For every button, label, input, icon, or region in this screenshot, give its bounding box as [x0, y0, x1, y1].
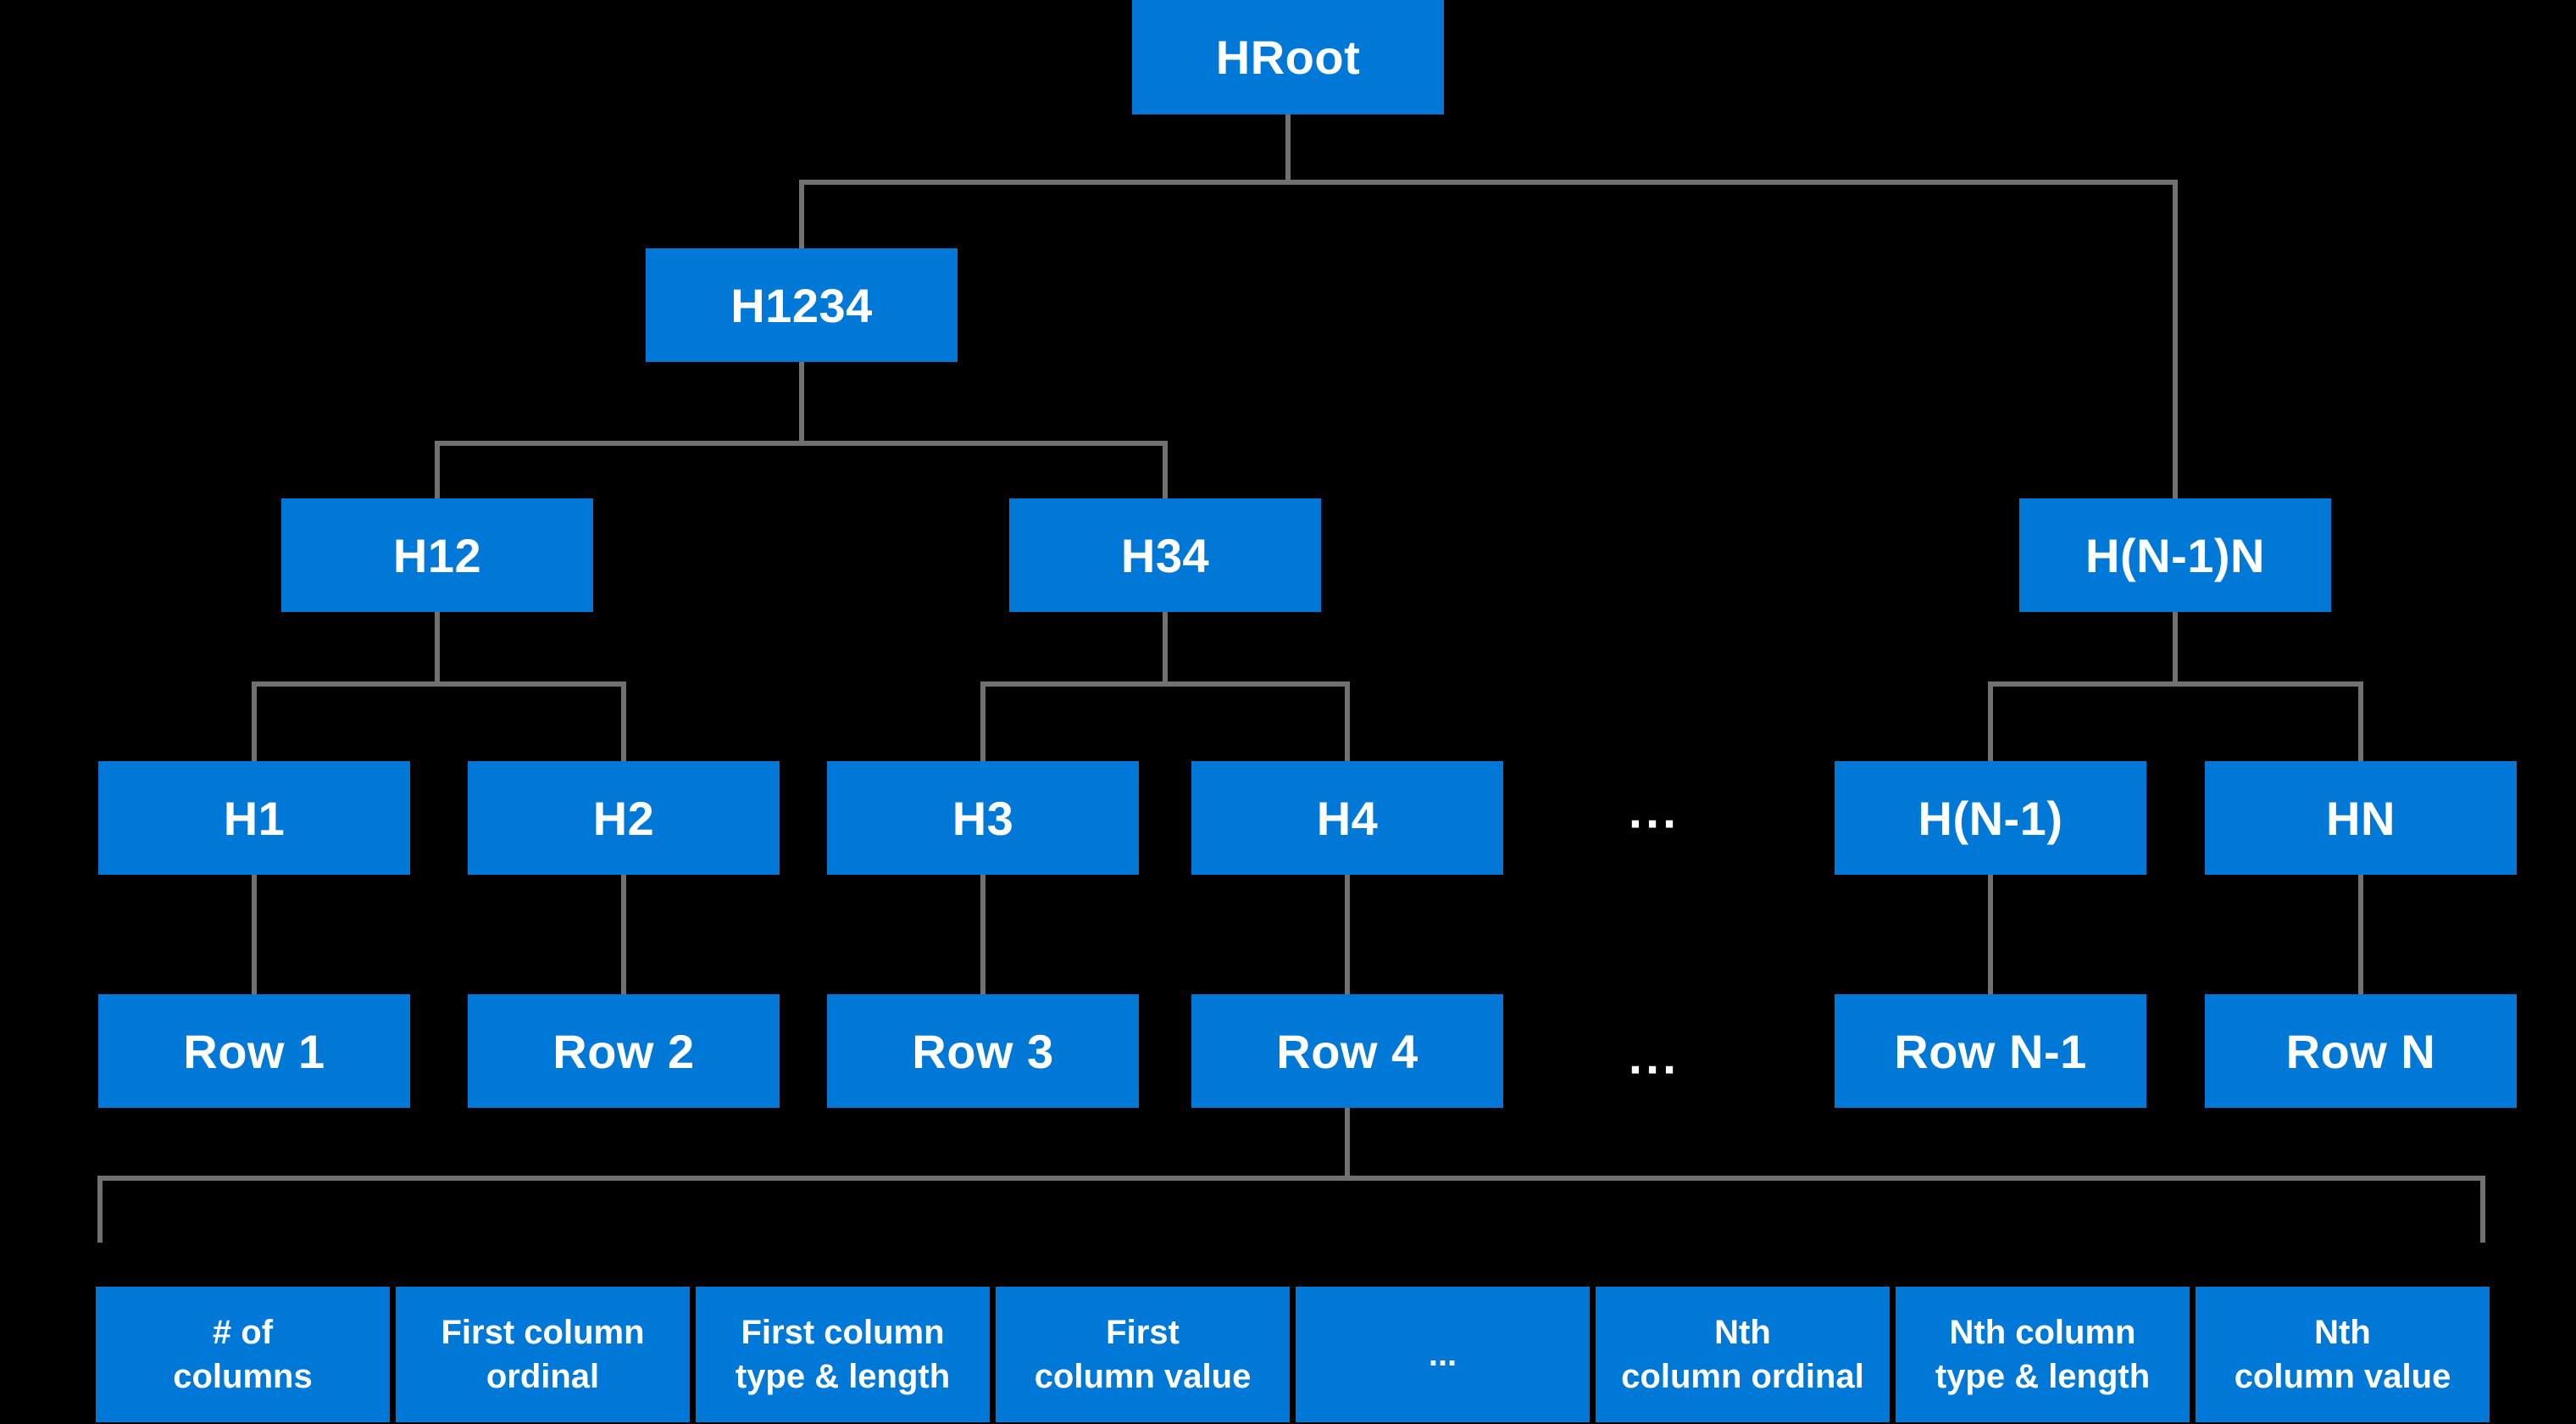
edge-row4-down — [1345, 1108, 1350, 1181]
edge-bracket-to-h3 — [980, 681, 985, 761]
node-h4-label: H4 — [1316, 791, 1379, 845]
node-h1: H1 — [98, 761, 410, 875]
bracket-h1234-children — [435, 441, 1168, 446]
node-h2-label: H2 — [592, 791, 655, 845]
edge-bracket-to-h1 — [252, 681, 257, 761]
node-rown1-label: Row N-1 — [1894, 1024, 2087, 1078]
node-hn1: H(N-1) — [1835, 761, 2146, 875]
node-h12-label: H12 — [392, 528, 482, 582]
node-hn: HN — [2205, 761, 2517, 875]
edge-hn1-rown1 — [1988, 875, 1993, 994]
edge-h1234-down — [799, 362, 804, 446]
node-h4: H4 — [1191, 761, 1503, 875]
node-hroot-label: HRoot — [1215, 31, 1361, 84]
node-h3-label: H3 — [952, 791, 1014, 845]
node-hn1n-label: H(N-1)N — [2085, 528, 2265, 582]
edge-hn1n-down — [2173, 612, 2178, 687]
node-row4-label: Row 4 — [1276, 1024, 1418, 1078]
edge-h2-row2 — [621, 875, 626, 994]
node-hroot: HRoot — [1132, 0, 1444, 114]
node-hn1-label: H(N-1) — [1918, 791, 2063, 845]
bracket-hn1n-children — [1988, 681, 2363, 687]
record-field-num-columns: # of columns — [96, 1287, 390, 1422]
record-field-first-value: First column value — [996, 1287, 1290, 1422]
node-row4: Row 4 — [1191, 994, 1503, 1108]
node-row2: Row 2 — [468, 994, 780, 1108]
record-field-ellipsis: ... — [1296, 1287, 1590, 1422]
node-hn1n: H(N-1)N — [2019, 498, 2331, 612]
edge-hn-rown — [2358, 875, 2363, 994]
edge-h12-down — [435, 612, 440, 687]
node-h2: H2 — [468, 761, 780, 875]
edge-h4-row4 — [1345, 875, 1350, 994]
edge-bracket-to-h2 — [621, 681, 626, 761]
node-row3: Row 3 — [827, 994, 1139, 1108]
edge-h34-down — [1163, 612, 1168, 687]
node-h1-label: H1 — [223, 791, 286, 845]
node-row1: Row 1 — [98, 994, 410, 1108]
record-field-first-type-length: First column type & length — [696, 1287, 990, 1422]
leaf-ellipsis: ... — [1628, 783, 1680, 839]
node-h1234-label: H1234 — [730, 278, 873, 332]
bracket-row-record — [97, 1176, 2485, 1181]
node-h34: H34 — [1009, 498, 1321, 612]
edge-bracket2-to-h34 — [1163, 441, 1168, 498]
node-h34-label: H34 — [1120, 528, 1210, 582]
bracket-hroot-children — [799, 180, 2178, 185]
node-row3-label: Row 3 — [912, 1024, 1054, 1078]
bracket-record-left-stub — [97, 1176, 103, 1243]
record-field-first-ordinal: First column ordinal — [396, 1287, 690, 1422]
record-field-nth-ordinal: Nth column ordinal — [1596, 1287, 1890, 1422]
node-rown-label: Row N — [2285, 1024, 2436, 1078]
node-row1-label: Row 1 — [183, 1024, 325, 1078]
bracket-h34-children — [980, 681, 1350, 687]
record-field-nth-value: Nth column value — [2196, 1287, 2490, 1422]
edge-bracket2-to-h12 — [435, 441, 440, 498]
bracket-record-right-stub — [2480, 1176, 2485, 1243]
node-h3: H3 — [827, 761, 1139, 875]
bracket-h12-children — [252, 681, 626, 687]
row-ellipsis: ... — [1628, 1029, 1680, 1085]
node-hn-label: HN — [2326, 791, 2396, 845]
edge-bracket1-to-hn1n — [2173, 180, 2178, 498]
record-field-nth-type-length: Nth column type & length — [1896, 1287, 2190, 1422]
node-row2-label: Row 2 — [552, 1024, 695, 1078]
edge-bracket-to-hn — [2358, 681, 2363, 761]
node-rown: Row N — [2205, 994, 2517, 1108]
node-h1234: H1234 — [646, 248, 958, 362]
edge-bracket-to-hn1 — [1988, 681, 1993, 761]
node-rown1: Row N-1 — [1835, 994, 2146, 1108]
edge-hroot-down — [1285, 114, 1291, 185]
edge-h3-row3 — [980, 875, 985, 994]
edge-h1-row1 — [252, 875, 257, 994]
edge-bracket1-to-h1234 — [799, 180, 804, 248]
edge-bracket-to-h4 — [1345, 681, 1350, 761]
node-h12: H12 — [281, 498, 593, 612]
